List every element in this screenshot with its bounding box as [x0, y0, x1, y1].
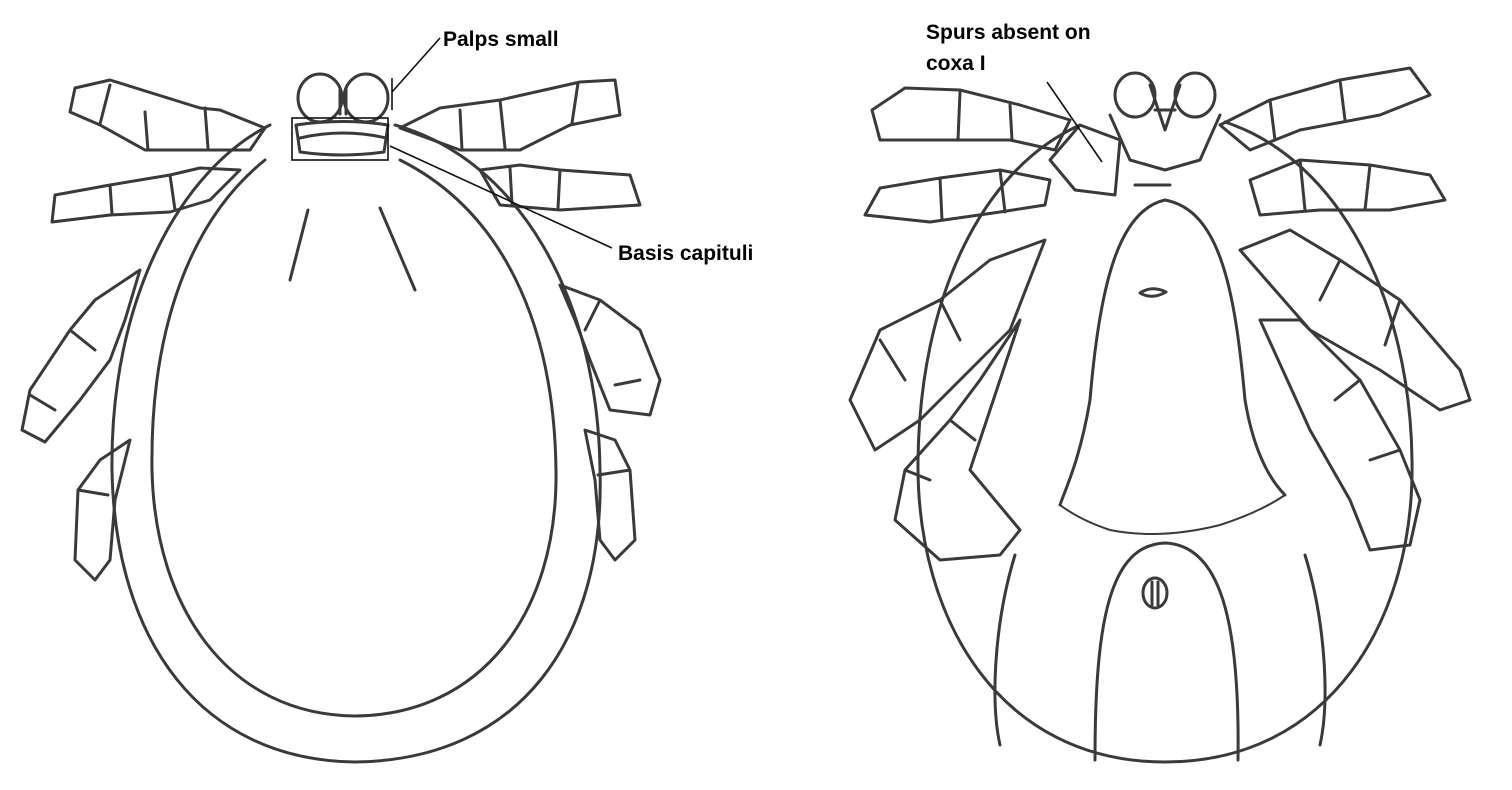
spurs-leader-line [1046, 81, 1103, 163]
palps-leader-line [391, 37, 441, 110]
anus [1141, 576, 1169, 610]
dorsal-body-inner [150, 158, 558, 718]
transverse-line [1059, 494, 1286, 535]
label-palps-small: Palps small [443, 28, 559, 51]
scutum-line-left [288, 208, 310, 282]
label-spurs-line2: coxa I [926, 52, 986, 75]
basis-capituli-box [291, 117, 389, 161]
ventral-legs [848, 66, 1472, 562]
basis-leader-line [389, 145, 613, 249]
dorsal-legs [20, 78, 662, 582]
ventral-groove-right [1303, 553, 1327, 747]
palps [296, 72, 390, 124]
label-basis-capituli: Basis capituli [618, 242, 754, 265]
dorsal-body-outer [110, 123, 602, 764]
ventral-groove-left [993, 553, 1017, 747]
dorsal-view [20, 37, 662, 764]
basis-capituli-shape [294, 120, 390, 157]
genital-aperture [1138, 287, 1168, 298]
ventral-capitulum [1108, 71, 1222, 172]
label-spurs-line1: Spurs absent on [926, 21, 1091, 44]
ventral-view [848, 66, 1472, 764]
scutum-line-right [378, 206, 417, 292]
anal-plate [1093, 541, 1240, 762]
ventral-body-outline [916, 120, 1414, 764]
coxa-I [1048, 123, 1122, 197]
genital-plate [1058, 198, 1287, 507]
